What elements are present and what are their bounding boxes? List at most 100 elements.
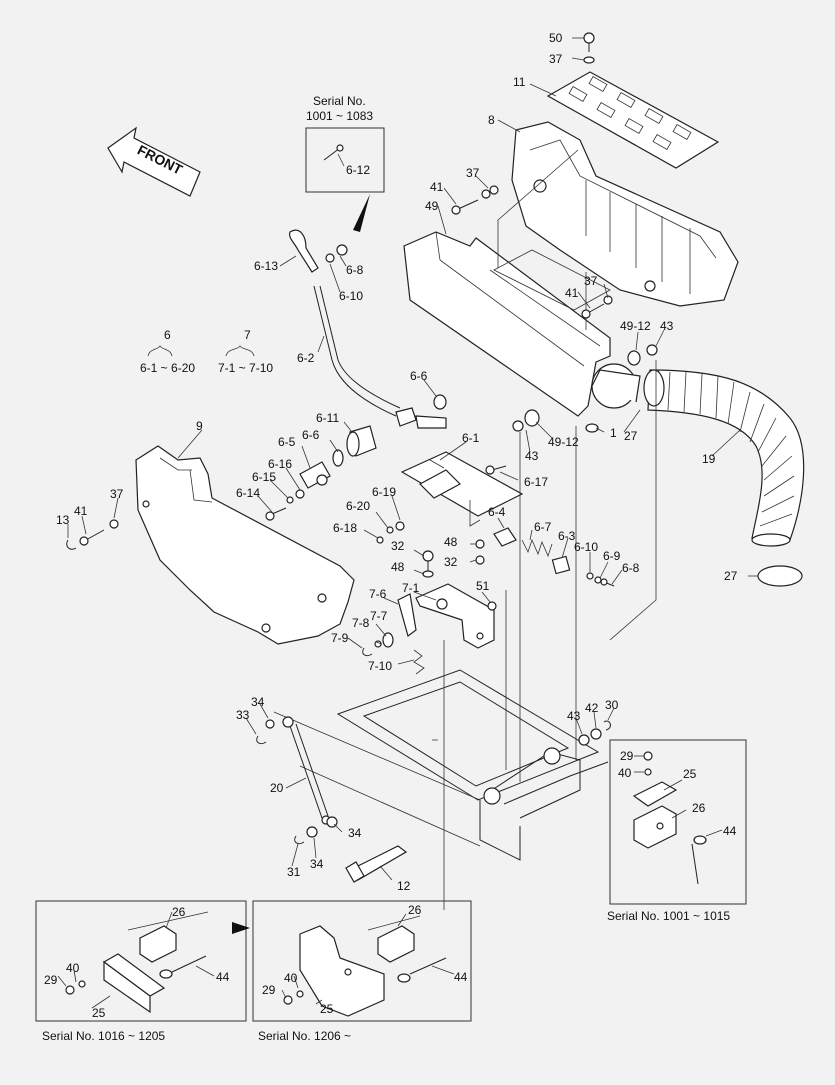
callout-30: 30 bbox=[605, 698, 619, 712]
part-49-top-edge bbox=[493, 249, 611, 311]
callout-12: 12 bbox=[397, 879, 411, 893]
part-6-2-rod bbox=[313, 285, 447, 429]
callout-6-13: 6-13 bbox=[254, 259, 278, 273]
part-6-15 bbox=[286, 496, 294, 504]
callout-29-a: 29 bbox=[620, 749, 634, 763]
part-6-16 bbox=[295, 489, 305, 499]
part-12-pin bbox=[345, 845, 408, 883]
washer-43-low bbox=[578, 734, 590, 746]
part-11-cover-plate bbox=[546, 71, 720, 169]
part-7-10-spring bbox=[413, 649, 425, 675]
callout-26-a: 26 bbox=[692, 801, 706, 815]
serial-note-right: Serial No. 1001 ~ 1015 bbox=[607, 909, 730, 923]
group-7-label: 7 bbox=[244, 328, 251, 342]
callout-6-12: 6-12 bbox=[346, 163, 370, 177]
callout-37-d: 37 bbox=[110, 487, 124, 501]
callout-37-c: 37 bbox=[584, 274, 598, 288]
callout-40-b: 40 bbox=[66, 961, 80, 975]
callout-51: 51 bbox=[476, 579, 490, 593]
front-arrow: FRONT bbox=[107, 126, 201, 197]
serial-note-top-range: 1001 ~ 1083 bbox=[306, 109, 373, 123]
callout-26-c: 26 bbox=[408, 903, 422, 917]
callout-6-7: 6-7 bbox=[534, 520, 552, 534]
callout-7-7: 7-7 bbox=[370, 609, 388, 623]
callout-29-b: 29 bbox=[44, 973, 58, 987]
serial-note-top-box bbox=[305, 127, 385, 193]
callout-7-10: 7-10 bbox=[368, 659, 392, 673]
hose-clamp-27-bottom bbox=[757, 565, 803, 587]
part-19-flexible-hose bbox=[647, 369, 805, 547]
callout-34-b: 34 bbox=[348, 826, 362, 840]
callout-32-a: 32 bbox=[391, 539, 405, 553]
callout-44-c: 44 bbox=[454, 970, 468, 984]
callout-6-8-a: 6-8 bbox=[346, 263, 364, 277]
callout-6-18: 6-18 bbox=[333, 521, 357, 535]
callout-41-a: 41 bbox=[430, 180, 444, 194]
clip-13 bbox=[66, 539, 77, 550]
callout-49-12-b: 49-12 bbox=[548, 435, 579, 449]
callout-43-b: 43 bbox=[525, 449, 539, 463]
base-frame bbox=[336, 669, 609, 861]
group-7-brace bbox=[225, 345, 255, 357]
callout-37-a: 37 bbox=[549, 52, 563, 66]
callout-9: 9 bbox=[196, 419, 203, 433]
callout-6-8-b: 6-8 bbox=[622, 561, 640, 575]
callout-6-14: 6-14 bbox=[236, 486, 260, 500]
serial-note-bottom-mid: Serial No. 1206 ~ bbox=[258, 1029, 351, 1043]
clip-33 bbox=[256, 735, 267, 745]
callout-25-c: 25 bbox=[320, 1002, 334, 1016]
part-6-3-plate bbox=[551, 555, 571, 575]
hose-clamp-27-top bbox=[643, 369, 665, 407]
callout-25-b: 25 bbox=[92, 1006, 106, 1020]
washer-34-top bbox=[265, 719, 275, 729]
bolt-41-upper bbox=[451, 185, 499, 215]
callout-11: 11 bbox=[513, 75, 526, 89]
washer-42 bbox=[590, 728, 602, 740]
bolt-50 bbox=[583, 32, 595, 44]
part-6-9 bbox=[594, 576, 602, 584]
callout-40-a: 40 bbox=[618, 766, 632, 780]
washer-34-b bbox=[306, 826, 318, 838]
guide-lines bbox=[273, 711, 481, 847]
callout-6-17: 6-17 bbox=[524, 475, 548, 489]
bottom-left-box-parts bbox=[65, 911, 209, 1014]
callout-41-c: 41 bbox=[74, 504, 88, 518]
callout-44-b: 44 bbox=[216, 970, 230, 984]
bolt-41-middle bbox=[581, 295, 613, 319]
callout-6-6-a: 6-6 bbox=[410, 369, 428, 383]
callout-49: 49 bbox=[425, 199, 439, 213]
clip-30 bbox=[603, 720, 611, 731]
washer-48-b bbox=[475, 539, 485, 549]
callout-6-1: 6-1 bbox=[462, 431, 480, 445]
callout-50: 50 bbox=[549, 31, 563, 45]
part-8-housing bbox=[511, 121, 739, 307]
callout-27-a: 27 bbox=[624, 429, 638, 443]
callout-34-a: 34 bbox=[251, 695, 265, 709]
callout-27-b: 27 bbox=[724, 569, 738, 583]
bolt-6-8 bbox=[600, 578, 615, 587]
part-6-10-washer bbox=[586, 572, 594, 580]
callout-7-8: 7-8 bbox=[352, 616, 370, 630]
callout-7-6: 7-6 bbox=[369, 587, 387, 601]
callout-29-c: 29 bbox=[262, 983, 276, 997]
callout-48-a: 48 bbox=[391, 560, 405, 574]
callout-13: 13 bbox=[56, 513, 70, 527]
washer-48-a bbox=[422, 570, 434, 578]
washer-37-left bbox=[109, 519, 119, 529]
group-6-range: 6-1 ~ 6-20 bbox=[140, 361, 195, 375]
bolt-6-14 bbox=[265, 507, 287, 521]
bolt-41-left bbox=[79, 529, 105, 546]
part-6-1-bracket bbox=[400, 451, 524, 527]
callout-40-c: 40 bbox=[284, 971, 298, 985]
callout-41-b: 41 bbox=[565, 286, 579, 300]
callout-6-2: 6-2 bbox=[297, 351, 315, 365]
part-6-19 bbox=[395, 521, 405, 531]
bolt-6-17 bbox=[485, 465, 507, 475]
part-6-20 bbox=[386, 526, 394, 534]
callout-43-c: 43 bbox=[567, 709, 581, 723]
part-6-6-washer-a bbox=[433, 394, 447, 410]
box-pointer-arrow bbox=[232, 922, 250, 934]
callout-6-20: 6-20 bbox=[346, 499, 370, 513]
